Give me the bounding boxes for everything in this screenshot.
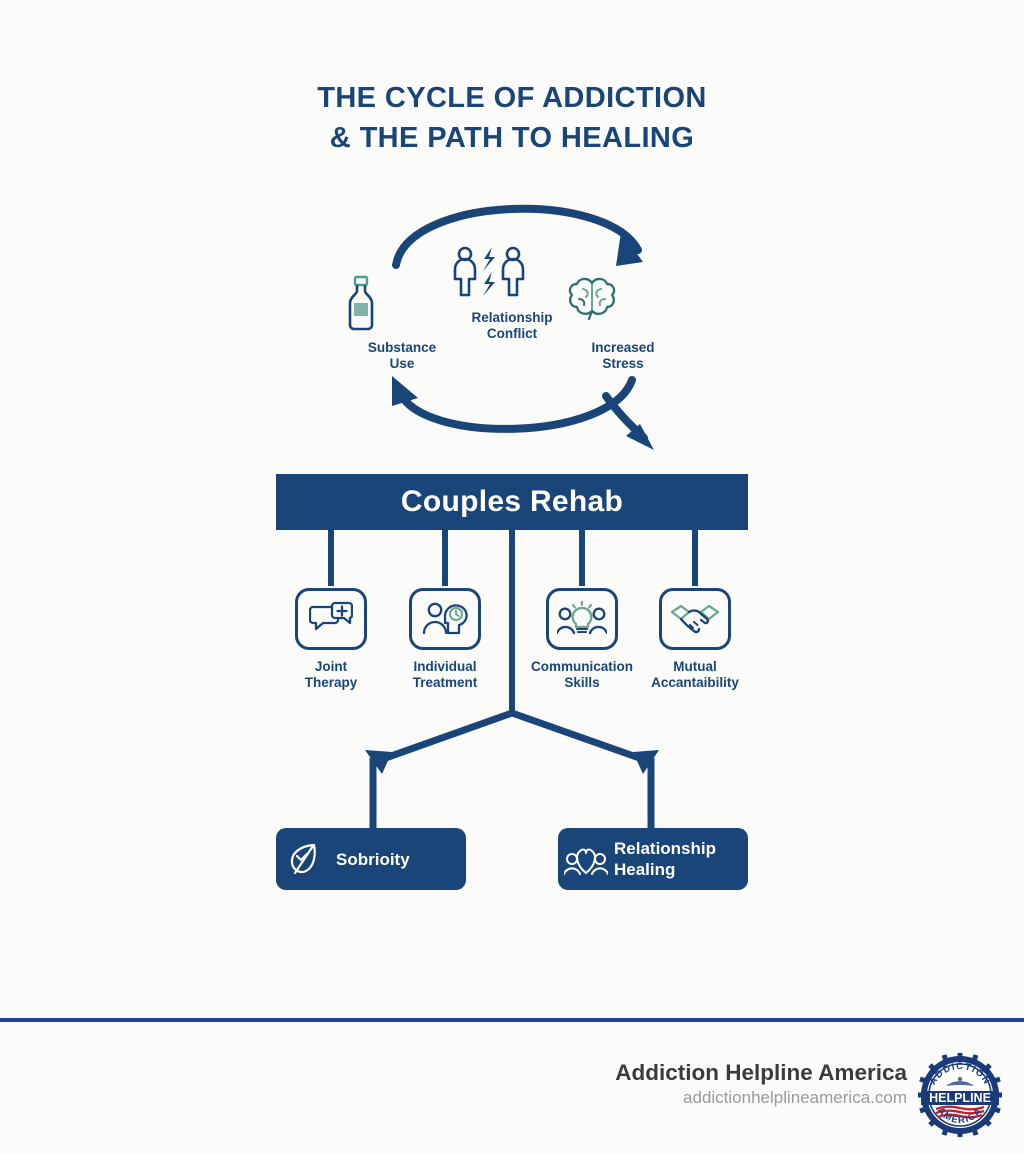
services-group: Joint Therapy Individual Treatment	[0, 588, 1024, 698]
couples-rehab-banner: Couples Rehab	[276, 474, 748, 530]
logo-helpline-banner: HELPLINE	[921, 1091, 999, 1105]
cycle-label-relationship-conflict: Relationship Conflict	[471, 310, 553, 341]
people-conflict-icon	[450, 245, 574, 303]
cycle-node-substance-use: Substance Use	[344, 275, 460, 372]
service-label-mutual-accountability: Mutual Accantaibility	[651, 659, 739, 690]
cycle-node-relationship-conflict: Relationship Conflict	[450, 245, 574, 342]
cycle-label-increased-stress: Increased Stress	[591, 340, 655, 371]
addiction-helpline-america-logo: HELPLINE ADDICTION AMERICA	[916, 1051, 1004, 1139]
title-line-1: THE CYCLE OF ADDICTION	[317, 82, 707, 114]
bottom-arc-arrow-icon	[392, 376, 636, 433]
service-label-individual-treatment: Individual Treatment	[412, 659, 478, 690]
addiction-cycle-group: Substance Use Relations	[0, 170, 1024, 460]
outcome-label-relationship-healing: Relationship Healing	[614, 839, 717, 879]
outcome-sobriety: Sobrioity	[276, 828, 466, 890]
outcome-split-arrows	[0, 690, 1024, 840]
service-communication-skills: Communication Skills	[518, 588, 646, 691]
service-label-joint-therapy: Joint Therapy	[304, 659, 358, 690]
family-heart-icon	[558, 842, 614, 876]
connector-center-stem	[509, 530, 515, 710]
connector-joint-therapy	[328, 530, 334, 586]
people-lightbulb-icon	[546, 588, 618, 650]
logo-eagle-mark	[946, 1076, 974, 1086]
service-joint-therapy: Joint Therapy	[272, 588, 390, 691]
brain-icon	[565, 275, 681, 333]
cycle-label-substance-use: Substance Use	[367, 340, 437, 371]
right-arrowhead-icon	[633, 750, 659, 774]
brand-name: Addiction Helpline America	[615, 1060, 907, 1085]
footer: Addiction Helpline America addictionhelp…	[0, 1053, 1024, 1137]
connector-individual-treatment	[442, 530, 448, 586]
cycle-node-increased-stress: Increased Stress	[565, 275, 681, 372]
footer-divider	[0, 1018, 1024, 1022]
connector-communication-skills	[579, 530, 585, 586]
outcome-relationship-healing: Relationship Healing	[558, 828, 748, 890]
service-individual-treatment: Individual Treatment	[386, 588, 504, 691]
title-line-2: & THE PATH TO HEALING	[329, 122, 695, 154]
cycle-exit-arrow-icon	[602, 392, 654, 450]
page-title: THE CYCLE OF ADDICTION & THE PATH TO HEA…	[0, 78, 1024, 158]
speech-bubbles-plus-icon	[295, 588, 367, 650]
brand-block: Addiction Helpline America addictionhelp…	[615, 1059, 907, 1109]
logo-flag-stripes	[935, 1105, 985, 1119]
bottle-icon	[344, 275, 460, 333]
banner-label: Couples Rehab	[400, 485, 624, 518]
service-label-communication-skills: Communication Skills	[530, 659, 633, 690]
person-head-mind-icon	[409, 588, 481, 650]
logo-helpline-text: HELPLINE	[929, 1091, 991, 1105]
handshake-icon	[659, 588, 731, 650]
brand-website: addictionhelplineamerica.com	[683, 1088, 907, 1107]
left-arrowhead-icon	[365, 750, 392, 774]
leaf-check-icon	[276, 842, 332, 876]
service-mutual-accountability: Mutual Accantaibility	[633, 588, 757, 691]
top-arc-arrow-icon	[392, 204, 643, 269]
cycle-arrows-svg	[392, 204, 654, 450]
connector-mutual-accountability	[692, 530, 698, 586]
split-arrows-svg	[365, 709, 659, 830]
outcome-label-sobriety: Sobrioity	[336, 849, 410, 869]
